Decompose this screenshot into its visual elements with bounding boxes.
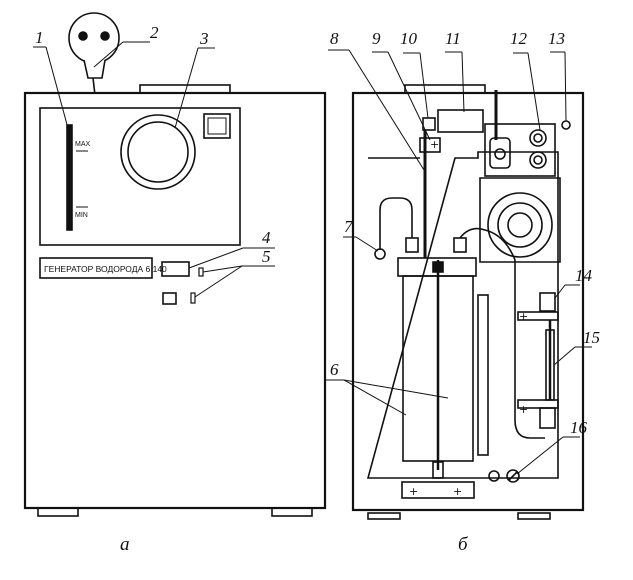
nameplate-frame [39,257,153,279]
housing-front [23,91,327,510]
callout-6: 6 [330,360,339,379]
plus-sign-electrode-left: + [409,485,418,498]
callout-4: 4 [262,228,271,247]
callout-7: 7 [344,217,354,236]
housing-back [351,91,585,512]
screw-13 [561,120,571,130]
ground-terminal [488,470,500,482]
callout-15: 15 [583,328,600,347]
caption-b: б [458,534,469,555]
view-b-leaders [326,49,592,475]
indicator-2 [190,292,196,304]
inner-tray [366,151,559,479]
power-plug [68,12,120,96]
switch-button [162,292,177,305]
level-gauge [66,124,73,231]
valve-9 [422,117,436,131]
callout-8: 8 [330,29,339,48]
bottom-electrode [401,481,475,499]
top-handle-b [404,84,486,94]
view-a-leaders [33,41,275,298]
callout-1: 1 [35,28,44,47]
hose-right [459,227,545,439]
switch-block [484,123,556,177]
motor-plate [479,177,561,263]
callout-11: 11 [445,29,461,48]
nameplate-text: ГЕНЕРАТОР ВОДОРОДА 6 140 [44,264,167,274]
callout-10: 10 [400,29,418,48]
foot-right [271,507,313,517]
plus-sign-valve-upper: + [519,310,528,323]
plus-sign-valve-lower: + [519,403,528,416]
gauge-max-label: MAX [75,141,91,148]
round-window [120,114,196,190]
view-a-front [23,12,327,517]
view-b-interior [351,84,585,520]
callout-2: 2 [150,23,159,42]
callout-14: 14 [575,266,593,285]
screw-16 [506,469,520,483]
callout-12: 12 [510,29,528,48]
callout-13: 13 [548,29,565,48]
gauge-min-label: MIN [75,212,88,219]
top-bracket [437,109,484,133]
square-button [203,113,231,139]
valve-14 [539,292,556,312]
plus-sign-electrode-right: + [453,485,462,498]
callout-3: 3 [199,29,209,48]
callout-9: 9 [372,29,381,48]
valve-10 [419,137,441,153]
foot-left [37,507,79,517]
upper-panel [39,107,241,246]
hose-left [379,197,413,250]
callout-5: 5 [262,247,271,266]
callout-16: 16 [570,418,588,437]
fitting-7 [374,248,386,260]
plus-sign-valve-10: + [430,138,439,151]
display-window [161,261,190,277]
caption-a: а [120,534,130,555]
